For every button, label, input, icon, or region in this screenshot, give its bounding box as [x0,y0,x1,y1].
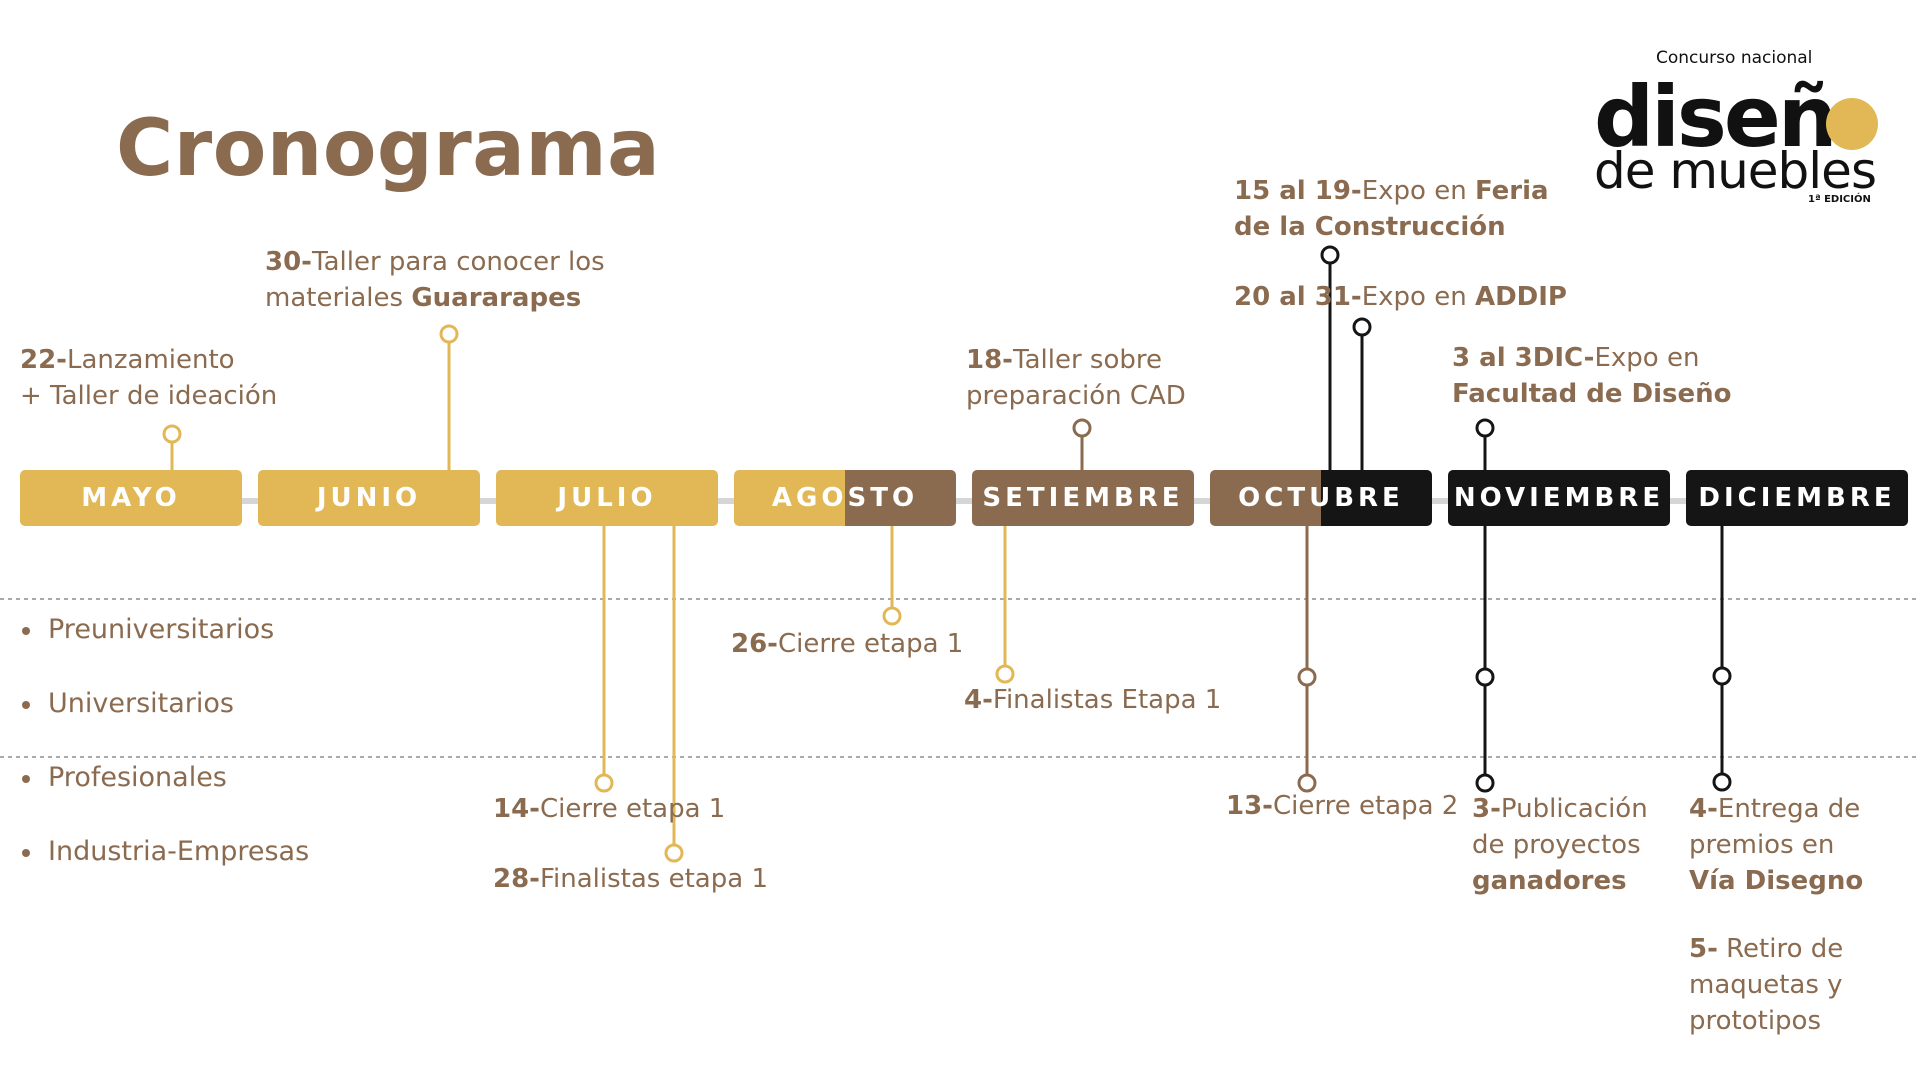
marker-nov-pub [1475,773,1495,793]
month-bar-junio: JUNIO [258,470,480,526]
month-bar-julio: JULIO [496,470,718,526]
marker-sep-4 [995,664,1015,684]
marker-oct-13 [1297,773,1317,793]
logo-subtitle: Concurso nacional [1656,48,1813,68]
event-oct-20: 20 al 31-Expo en ADDIP [1234,282,1567,312]
category-item: Profesionales [22,762,227,793]
logo-edition: 1ª EDICIÓN [1808,194,1871,205]
month-bar-mayo: MAYO [20,470,242,526]
month-bar-noviembre: NOVIEMBRE [1448,470,1670,526]
page-title: Cronograma [116,104,661,194]
event-may-22: 22-Lanzamiento+ Taller de ideación [20,345,278,411]
marker-oct-mid [1297,667,1317,687]
marker-oct-15 [1320,245,1340,265]
month-bar-octubre: OCTUBRE [1210,470,1432,526]
category-item: Preuniversitarios [22,614,274,645]
marker-jun-30 [439,324,459,344]
logo-word-diseno: diseñ [1594,68,1838,166]
marker-jul-14 [594,773,614,793]
event-sep-4: 4-Finalistas Etapa 1 [964,685,1222,715]
marker-nov-mid [1475,667,1495,687]
marker-may-22 [162,424,182,444]
logo-gold-dot-icon [1826,98,1878,150]
month-bar-agosto: AGOSTO [734,470,956,526]
marker-nov-3 [1475,418,1495,438]
category-item: Industria-Empresas [22,836,309,867]
month-bar-setiembre: SETIEMBRE [972,470,1194,526]
bullet-icon [22,626,30,635]
marker-dec-mid [1712,666,1732,686]
bullet-icon [22,848,30,857]
month-bar-diciembre: DICIEMBRE [1686,470,1908,526]
contest-logo: Concurso nacional diseñ de muebles 1ª ED… [1590,46,1880,216]
marker-dec-4 [1712,772,1732,792]
logo-word-muebles: de muebles [1594,142,1877,200]
event-jul-28: 28-Finalistas etapa 1 [493,864,768,894]
category-item: Universitarios [22,688,234,719]
marker-sep-18 [1072,418,1092,438]
event-aug-26: 26-Cierre etapa 1 [731,629,964,659]
marker-oct-20 [1352,317,1372,337]
bullet-icon [22,700,30,709]
marker-aug-26 [882,606,902,626]
marker-jul-28 [664,843,684,863]
event-oct-13: 13-Cierre etapa 2 [1226,791,1459,821]
event-jul-14: 14-Cierre etapa 1 [493,794,726,824]
bullet-icon [22,774,30,783]
